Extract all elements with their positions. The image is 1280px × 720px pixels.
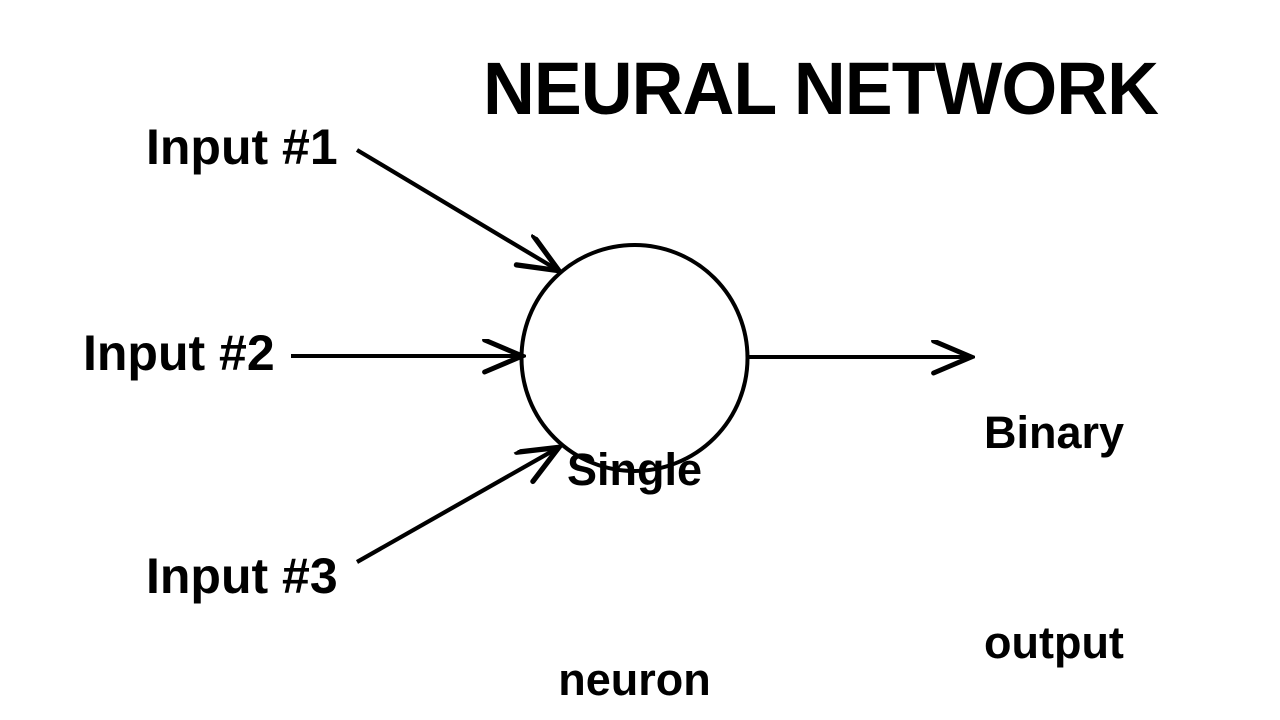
output-label-line-1: Binary xyxy=(984,407,1125,458)
input-1-arrow xyxy=(355,148,556,269)
neuron-label: Single neuron xyxy=(521,295,748,720)
page-title: NEURAL NETWORK xyxy=(483,47,1159,130)
input-label-1: Input #1 xyxy=(146,119,338,175)
neuron-label-line-1: Single xyxy=(566,444,703,495)
input-label-3: Input #3 xyxy=(146,548,338,604)
input-label-2: Input #2 xyxy=(83,325,275,381)
output-label-line-2: output xyxy=(984,617,1124,668)
neuron-label-line-2: neuron xyxy=(558,654,711,705)
output-label: Binary output (1 or 0) xyxy=(984,258,1134,720)
input-3-arrow xyxy=(355,449,556,564)
